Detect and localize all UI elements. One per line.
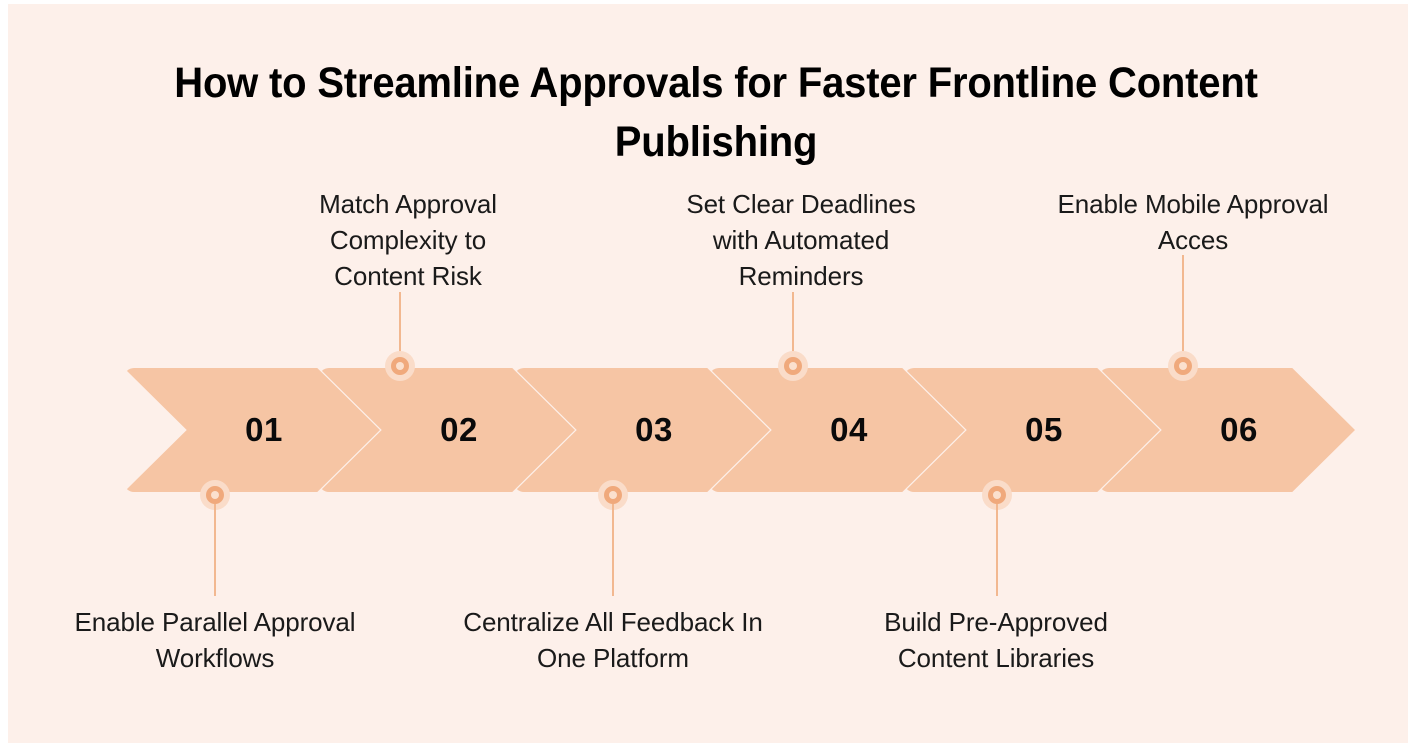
page-title: How to Streamline Approvals for Faster F… bbox=[174, 59, 1258, 166]
step-label-04-line1: Set Clear Deadlines bbox=[686, 189, 916, 219]
chevron-number-05: 05 bbox=[1025, 411, 1063, 448]
step-label-01: Enable Parallel Approval Workflows bbox=[46, 604, 384, 676]
step-label-02-line1: Match Approval bbox=[319, 189, 497, 219]
marker-ring-icon bbox=[391, 357, 409, 375]
marker-ring-icon bbox=[206, 486, 224, 504]
marker-core-icon bbox=[789, 362, 797, 370]
step-marker-01[interactable] bbox=[200, 480, 230, 510]
chevron-step-02[interactable]: 02 bbox=[319, 368, 575, 492]
chevron-number-01: 01 bbox=[245, 411, 283, 448]
connector-line-04 bbox=[792, 292, 794, 364]
step-marker-04[interactable] bbox=[778, 351, 808, 381]
infographic-canvas: How to Streamline Approvals for Faster F… bbox=[8, 4, 1408, 743]
step-label-06: Enable Mobile Approval Acces bbox=[1028, 186, 1358, 258]
chevron-number-02: 02 bbox=[440, 411, 478, 448]
step-marker-06[interactable] bbox=[1168, 351, 1198, 381]
step-label-01-line2: Workflows bbox=[155, 643, 275, 673]
step-label-05: Build Pre-Approved Content Libraries bbox=[856, 604, 1136, 676]
step-label-03-line2: One Platform bbox=[537, 643, 689, 673]
step-label-04: Set Clear Deadlines with Automated Remin… bbox=[666, 186, 936, 294]
step-label-02-line3: Content Risk bbox=[334, 261, 482, 291]
chevron-number-03: 03 bbox=[635, 411, 673, 448]
step-marker-02[interactable] bbox=[385, 351, 415, 381]
marker-ring-icon bbox=[604, 486, 622, 504]
connector-line-03 bbox=[612, 504, 614, 596]
connector-line-05 bbox=[996, 504, 998, 596]
step-label-06-line1: Enable Mobile Approval bbox=[1057, 189, 1329, 219]
step-marker-05[interactable] bbox=[982, 480, 1012, 510]
connector-line-02 bbox=[399, 292, 401, 364]
connector-line-06 bbox=[1182, 255, 1184, 364]
step-label-04-line2: with Automated bbox=[712, 225, 890, 255]
step-label-03-line1: Centralize All Feedback In bbox=[463, 607, 763, 637]
marker-core-icon bbox=[993, 491, 1001, 499]
marker-core-icon bbox=[396, 362, 404, 370]
step-label-02: Match Approval Complexity to Content Ris… bbox=[283, 186, 533, 294]
chevron-row: 01 02 03 04 05 06 bbox=[8, 368, 1408, 492]
step-label-03: Centralize All Feedback In One Platform bbox=[443, 604, 783, 676]
step-label-01-line1: Enable Parallel Approval bbox=[74, 607, 356, 637]
step-label-05-line2: Content Libraries bbox=[897, 643, 1095, 673]
step-label-04-line3: Reminders bbox=[738, 261, 864, 291]
step-label-05-line1: Build Pre-Approved bbox=[884, 607, 1108, 637]
marker-ring-icon bbox=[784, 357, 802, 375]
chevron-number-04: 04 bbox=[830, 411, 868, 448]
step-label-02-line2: Complexity to bbox=[329, 225, 487, 255]
chevron-number-06: 06 bbox=[1220, 411, 1258, 448]
connector-line-01 bbox=[214, 504, 216, 596]
step-label-06-line2: Acces bbox=[1157, 225, 1229, 255]
chevron-step-04[interactable]: 04 bbox=[709, 368, 965, 492]
marker-core-icon bbox=[1179, 362, 1187, 370]
marker-ring-icon bbox=[1174, 357, 1192, 375]
marker-core-icon bbox=[211, 491, 219, 499]
marker-ring-icon bbox=[988, 486, 1006, 504]
marker-core-icon bbox=[609, 491, 617, 499]
